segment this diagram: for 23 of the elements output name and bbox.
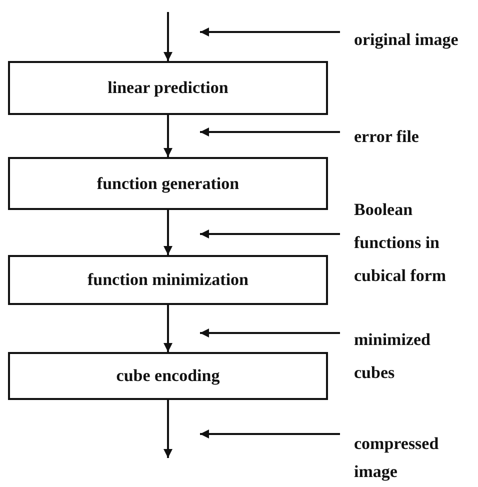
arrow (200, 328, 340, 338)
arrow (164, 12, 172, 61)
arrow (200, 28, 340, 36)
annotation-text: minimized cubes (354, 323, 464, 389)
process-label: cube encoding (116, 366, 220, 386)
arrow (200, 230, 340, 238)
annotation-text: Boolean functions in cubical form (354, 193, 464, 292)
arrow (164, 115, 172, 157)
process-box (8, 352, 328, 400)
process-label: linear prediction (108, 78, 228, 98)
process-box (8, 61, 328, 115)
arrow (164, 210, 172, 255)
arrow (200, 430, 340, 438)
annotation-text: original image (354, 23, 476, 56)
arrow (164, 305, 172, 352)
process-label: function generation (96, 174, 240, 194)
annotation-text: error file (354, 120, 476, 153)
process-label: function minimization (87, 270, 249, 290)
arrow (200, 128, 340, 136)
process-box (8, 157, 328, 210)
process-box (8, 255, 328, 305)
arrow (164, 400, 172, 458)
annotation-text: compressed image (354, 430, 464, 486)
